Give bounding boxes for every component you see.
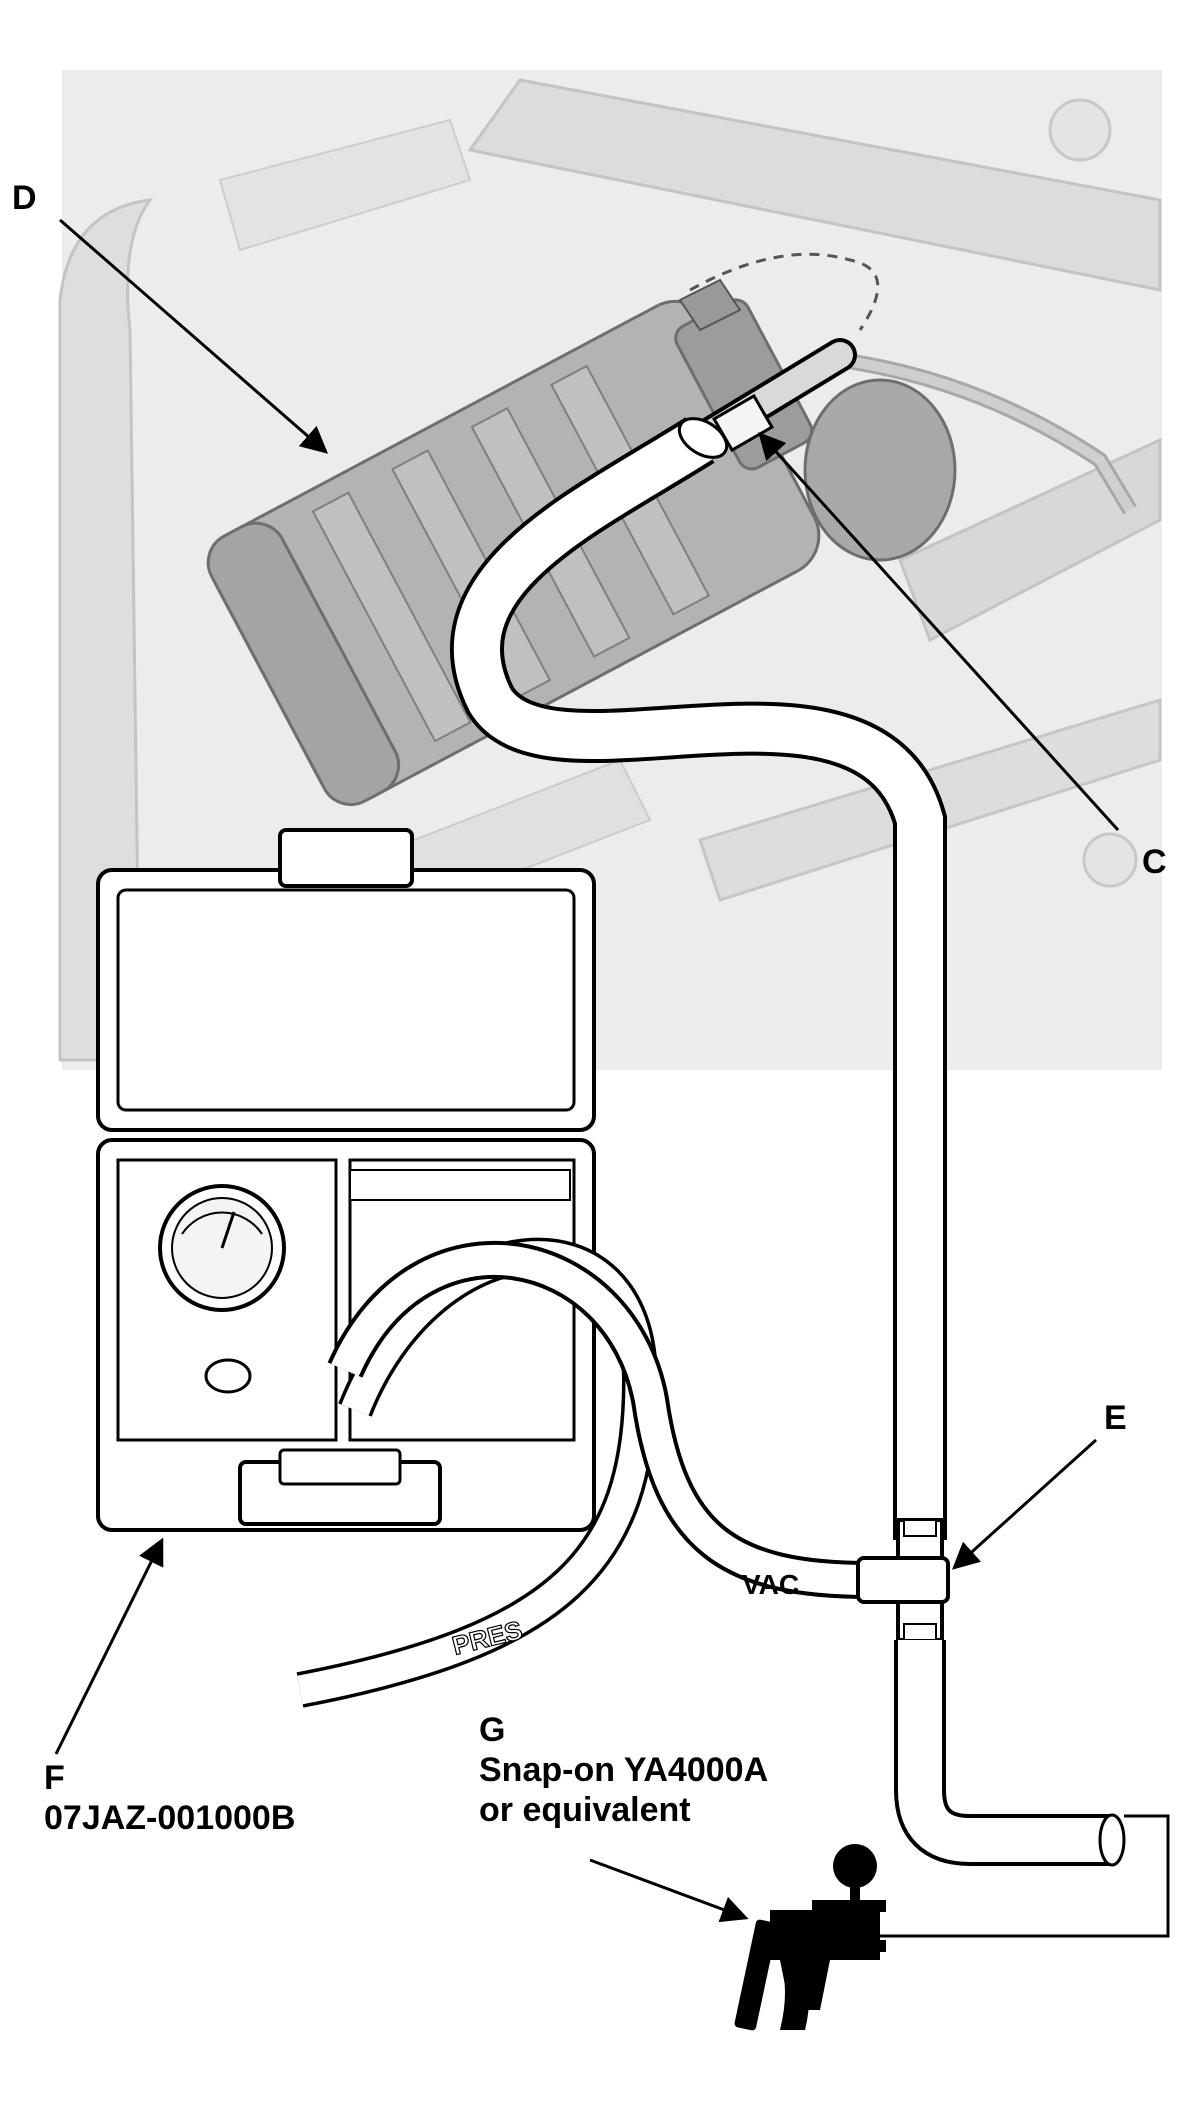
callout-g-line1: Snap-on YA4000A [479, 1751, 769, 1789]
callout-c: C [1142, 842, 1167, 882]
tester-hoses [296, 1237, 871, 1708]
pressure-tester-case [96, 828, 596, 1532]
test-hose-main [450, 417, 947, 1540]
pump-connection-line [880, 1814, 1170, 1938]
canister-filter [803, 378, 957, 562]
callout-c-letter: C [1142, 843, 1167, 881]
hand-vacuum-pump-icon [734, 1844, 886, 2031]
disconnected-hose-outline [689, 252, 880, 331]
callout-e: E [1104, 1398, 1127, 1438]
callout-f-part-number: 07JAZ-001000B [44, 1799, 296, 1837]
vac-hose-label: VAC [742, 1569, 799, 1600]
leader-c [758, 431, 1120, 832]
callout-f-letter: F [44, 1759, 65, 1797]
callout-g-line2: or equivalent [479, 1791, 691, 1829]
test-hose-lower [894, 1640, 1126, 1867]
leader-g [589, 1858, 749, 1923]
leader-f [54, 1537, 164, 1755]
t-fitting [856, 1518, 950, 1642]
callout-g: G Snap-on YA4000A or equivalent [479, 1710, 768, 1830]
callout-g-letter: G [479, 1711, 506, 1749]
leader-d [59, 218, 329, 454]
valve-knob-icon [204, 1358, 252, 1394]
callout-d-letter: D [12, 179, 37, 217]
callout-e-letter: E [1104, 1399, 1127, 1437]
leader-e [951, 1438, 1098, 1570]
callout-f: F 07JAZ-001000B [44, 1758, 295, 1838]
canister-port-fitting [683, 338, 857, 457]
callout-d: D [12, 178, 37, 218]
